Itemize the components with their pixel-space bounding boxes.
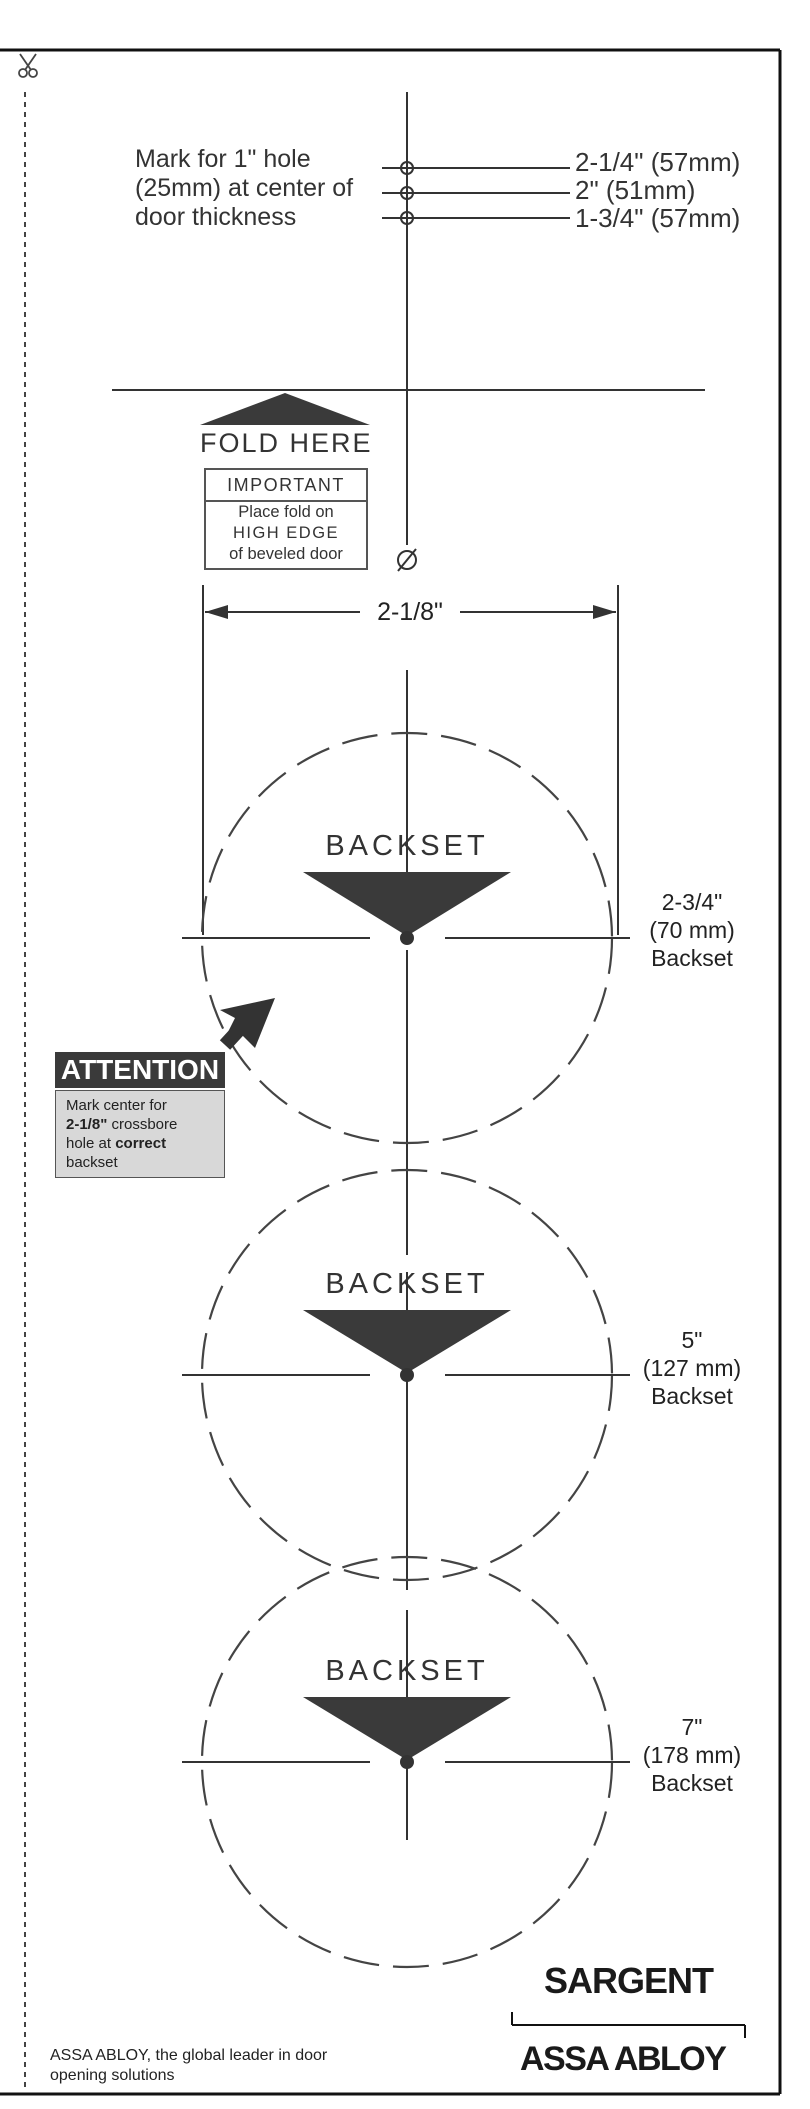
backset-word-1: BACKSET	[325, 830, 489, 862]
footer-tagline: ASSA ABLOY, the global leader in door op…	[50, 2047, 328, 2084]
mark-circle-3	[400, 211, 414, 225]
backset-word-3: BACKSET	[325, 1655, 489, 1687]
assa-abloy-logo: ASSA ABLOY	[520, 2040, 727, 2078]
backset-pointer-2	[303, 1310, 511, 1373]
important-title: IMPORTANT	[206, 470, 366, 502]
crossbore-dim-label: 2-1/8"	[377, 598, 443, 626]
mark-hole-label: Mark for 1" hole (25mm) at center of doo…	[135, 145, 354, 231]
center-mark	[397, 548, 417, 572]
attention-note: Mark center for 2-1/8" crossbore hole at…	[55, 1090, 225, 1178]
mark-circle-1	[400, 161, 414, 175]
fold-here-label: FOLD HERE	[200, 428, 373, 458]
dim-label-2-1-4: 2-1/4" (57mm)	[575, 147, 741, 177]
backset-word-2: BACKSET	[325, 1268, 489, 1300]
backset-label-178mm: 7" (178 mm) Backset	[642, 1714, 742, 1796]
backset-pointer-1	[303, 872, 511, 936]
mark-circle-2	[400, 186, 414, 200]
dim-label-2: 2" (51mm)	[575, 175, 696, 205]
attention-arrow-icon	[219, 998, 275, 1050]
dim-label-1-3-4: 1-3/4" (57mm)	[575, 203, 741, 233]
backset-label-127mm: 5" (127 mm) Backset	[642, 1327, 742, 1409]
important-box: IMPORTANT Place fold on HIGH EDGE of bev…	[204, 468, 368, 570]
backset-pointer-3	[303, 1697, 511, 1760]
scissors-icon	[18, 53, 38, 78]
backset-label-70mm: 2-3/4" (70 mm) Backset	[649, 889, 735, 971]
sargent-logo: SARGENT	[544, 1960, 714, 2001]
attention-title: ATTENTION	[55, 1052, 225, 1088]
fold-arrow	[200, 393, 370, 425]
important-text: Place fold on HIGH EDGE of beveled door	[229, 503, 343, 563]
